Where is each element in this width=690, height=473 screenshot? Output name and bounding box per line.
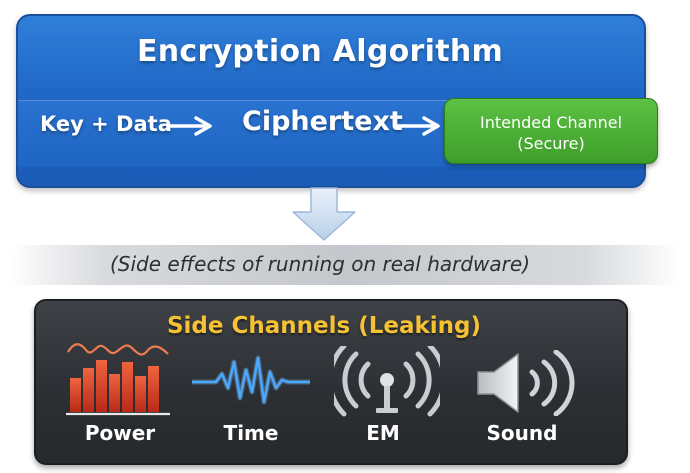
- time-label: Time: [223, 421, 279, 445]
- down-arrow-icon: [292, 187, 356, 241]
- power-bars-icon: [66, 343, 170, 416]
- side-channels-title: Side Channels (Leaking): [166, 313, 482, 339]
- intended-channel-box: Intended Channel (Secure): [444, 98, 658, 164]
- right-arrow-icon: [166, 116, 212, 136]
- side-effects-band: [10, 245, 680, 285]
- side-effects-note: (Side effects of running on real hardwar…: [110, 252, 530, 276]
- right-arrow-icon: [394, 116, 440, 136]
- power-label: Power: [84, 421, 156, 445]
- speaker-icon: [477, 350, 575, 416]
- waveform-icon: [192, 355, 310, 405]
- em-label: EM: [366, 421, 400, 445]
- output-label: Ciphertext: [242, 106, 403, 137]
- input-label: Key + Data: [40, 112, 172, 136]
- intended-channel-label: Intended Channel: [479, 113, 623, 132]
- sound-label: Sound: [486, 421, 558, 445]
- antenna-icon: [334, 346, 440, 417]
- algorithm-title: Encryption Algorithm: [136, 34, 504, 69]
- secure-label: (Secure): [517, 134, 585, 153]
